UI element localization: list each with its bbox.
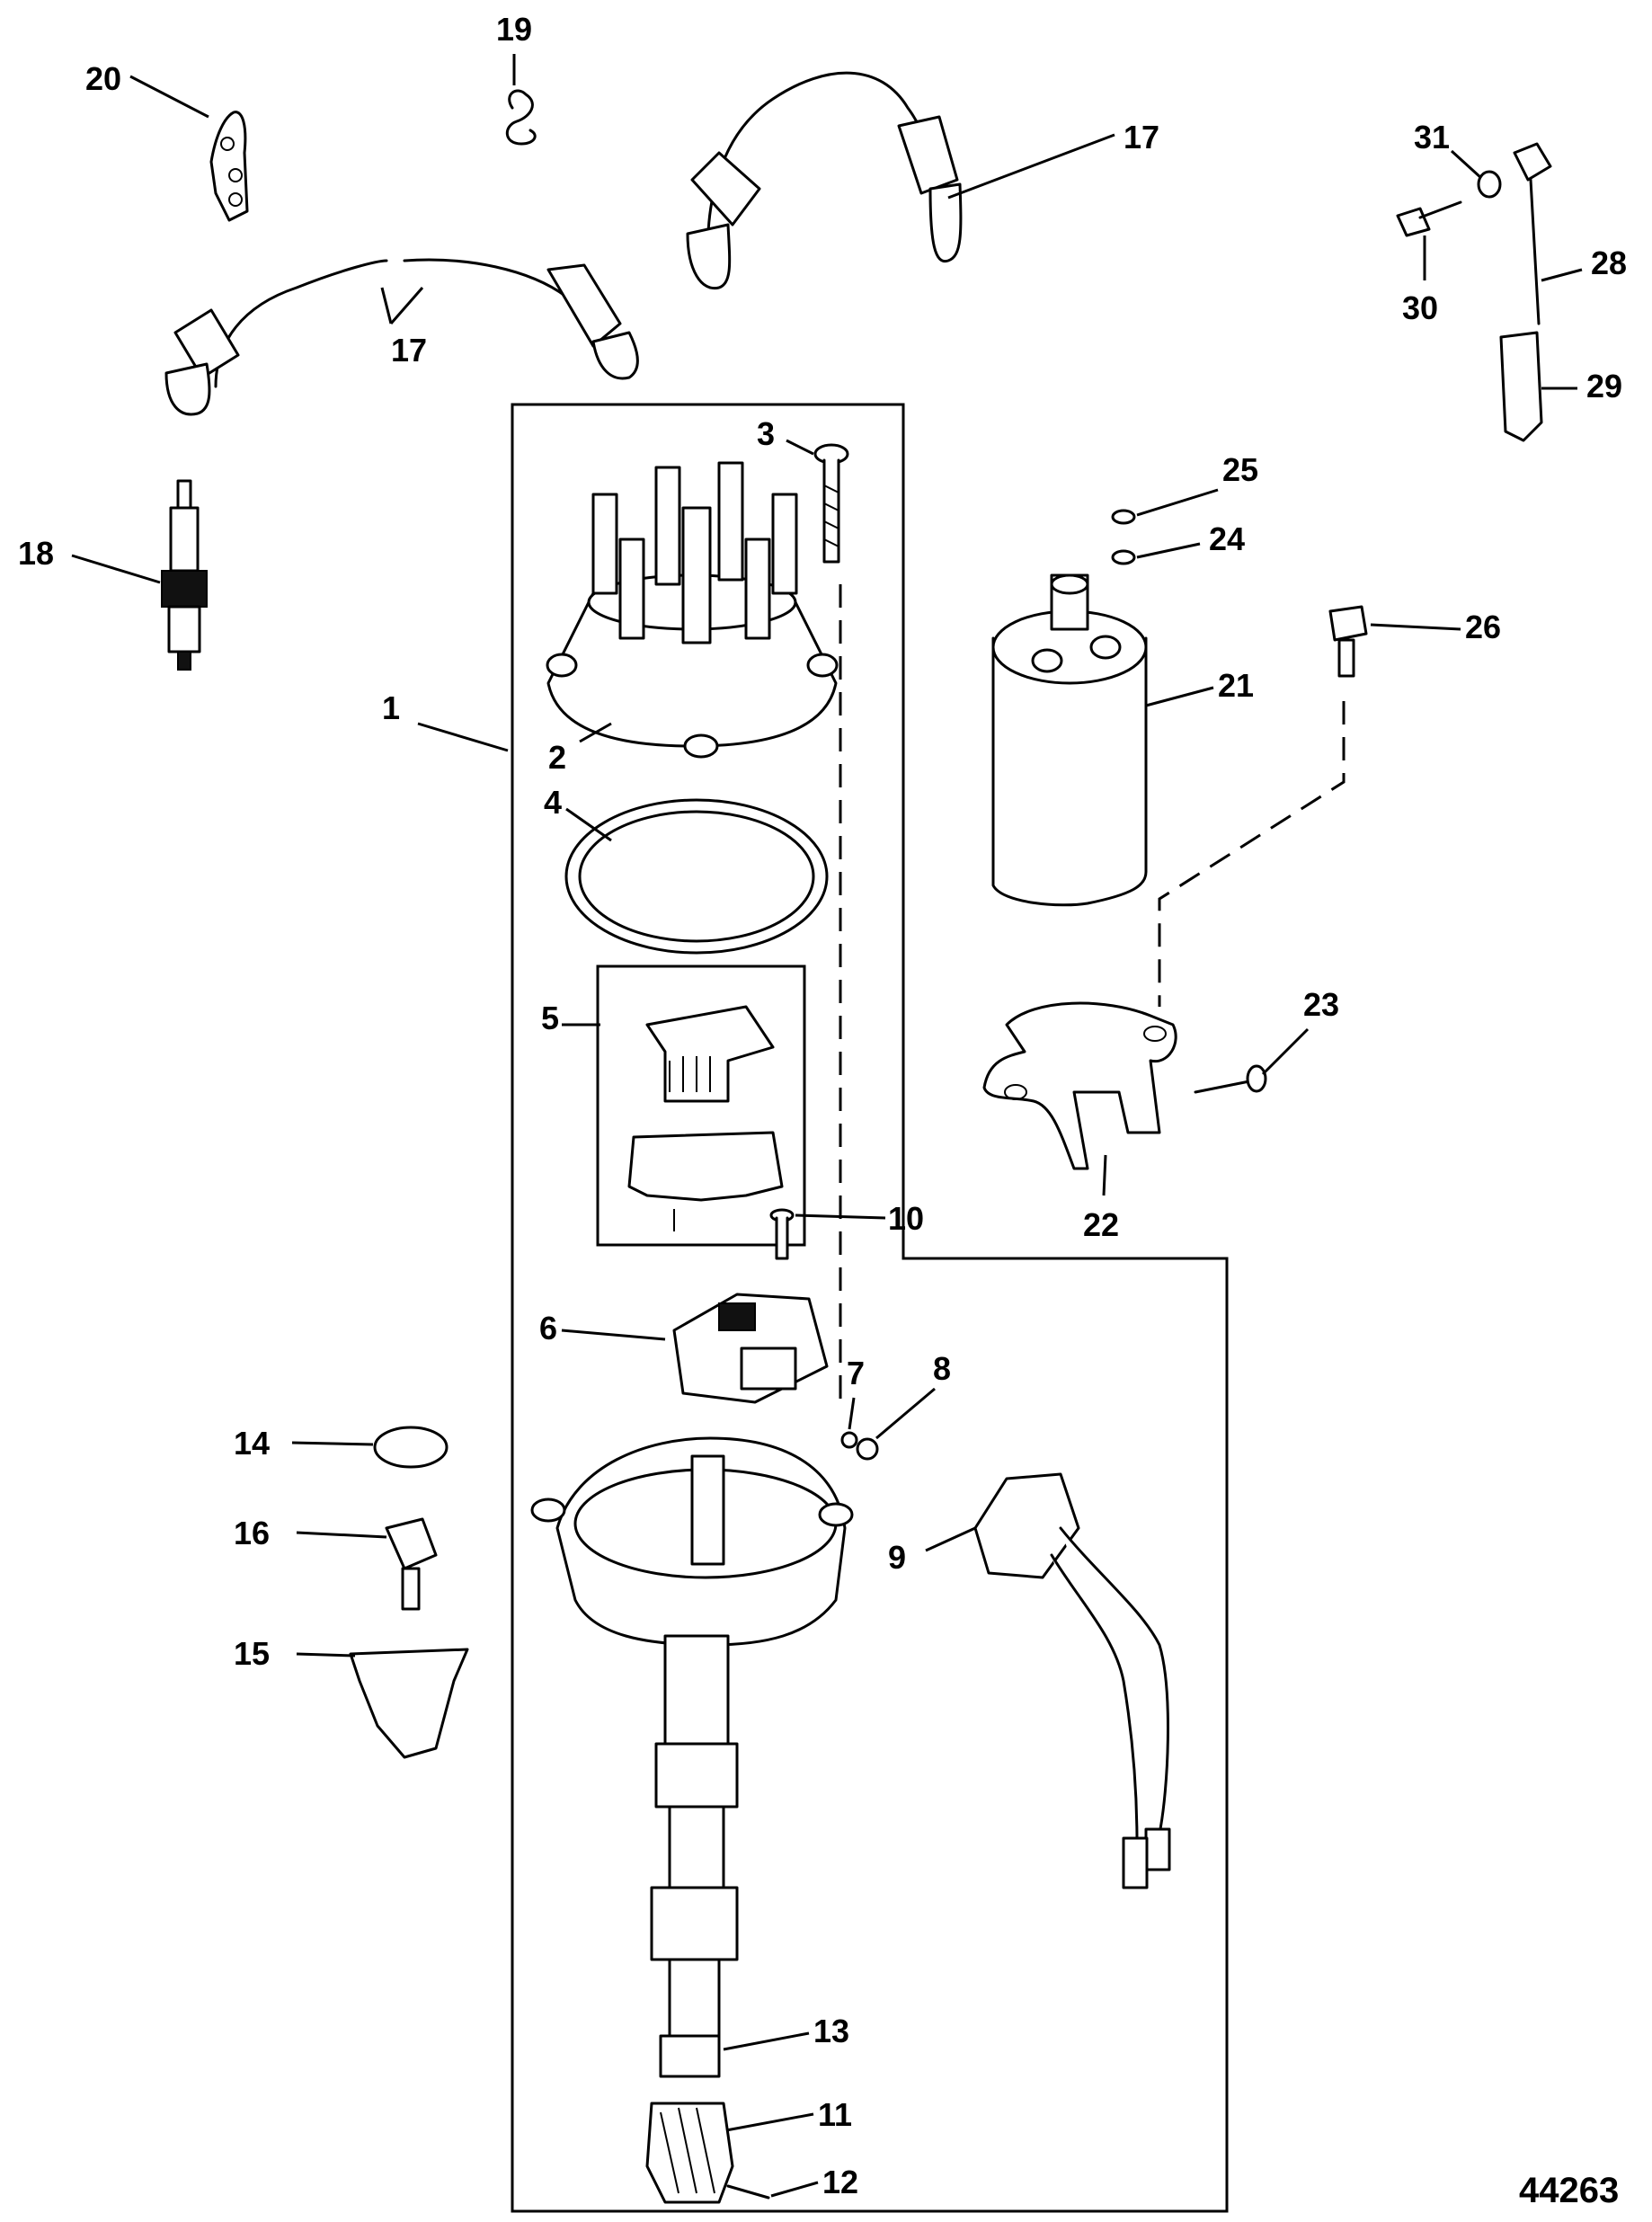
hold-down-clamp	[349, 1648, 469, 1759]
callout-24: 24	[1209, 520, 1245, 557]
ground-bolt	[1396, 200, 1462, 237]
callout-23: 23	[1303, 986, 1339, 1023]
spark-plug	[161, 479, 208, 671]
lock-washer	[1477, 170, 1502, 199]
callout-31: 31	[1414, 119, 1450, 156]
callout-7: 7	[847, 1355, 865, 1391]
cap-screw	[813, 443, 849, 564]
callout-4: 4	[544, 784, 562, 821]
figure-reference-number: 44263	[1519, 2171, 1619, 2210]
spark-plug-wire-upper	[686, 71, 963, 290]
callout-30: 30	[1402, 289, 1438, 326]
wire-loom-clip	[1499, 331, 1543, 442]
ground-strap	[1513, 142, 1552, 325]
callout-13: 13	[813, 2013, 849, 2049]
callout-20: 20	[85, 60, 121, 97]
coil-nut	[1111, 549, 1136, 565]
sealing-washer	[373, 1426, 449, 1469]
callout-26: 26	[1465, 609, 1501, 645]
callout-2: 2	[548, 739, 566, 776]
callout-5: 5	[541, 1000, 559, 1036]
coil-bracket	[982, 1001, 1177, 1170]
callout-22: 22	[1083, 1206, 1119, 1243]
callout-19: 19	[496, 11, 532, 48]
ignition-coil	[991, 573, 1148, 907]
bracket-screw	[1194, 1064, 1267, 1094]
callout-16: 16	[234, 1515, 270, 1551]
callout-28: 28	[1591, 244, 1627, 281]
coil-washer	[1111, 509, 1136, 525]
callout-14: 14	[234, 1425, 270, 1462]
callout-10: 10	[888, 1200, 924, 1237]
callout-15: 15	[234, 1635, 270, 1672]
callout-12: 12	[822, 2164, 858, 2200]
callout-1: 1	[382, 689, 400, 726]
callout-29: 29	[1586, 368, 1622, 404]
callout-9: 9	[888, 1539, 906, 1576]
callout-17-lower: 17	[391, 332, 427, 369]
pickup-coil	[973, 1472, 1171, 1889]
coil-bracket-bolt	[1328, 605, 1368, 678]
cap-gasket	[564, 798, 829, 955]
alignment-line-coil	[1158, 701, 1346, 1007]
spark-plug-wire-lower	[164, 258, 639, 416]
leader-lines	[71, 54, 1583, 2198]
distributor-housing	[530, 1436, 854, 2042]
wire-clip	[505, 89, 537, 146]
module-screw	[769, 1208, 795, 1260]
wire-separator	[209, 111, 249, 222]
callout-3: 3	[757, 415, 775, 452]
callout-17-upper: 17	[1124, 119, 1159, 156]
roll-pin	[726, 2184, 770, 2200]
assembly-outline	[511, 403, 1229, 2213]
callout-21: 21	[1218, 667, 1254, 704]
callout-18: 18	[18, 535, 54, 572]
callout-6: 6	[539, 1310, 557, 1347]
drive-gear	[645, 2102, 734, 2204]
thrust-washer	[659, 2034, 721, 2078]
callout-25: 25	[1222, 451, 1258, 488]
distributor-cap	[546, 461, 839, 759]
callout-8: 8	[933, 1350, 951, 1387]
hold-down-bolt	[385, 1517, 438, 1611]
ignition-module	[672, 1293, 829, 1404]
rotor-kit	[596, 964, 806, 1247]
callout-11: 11	[818, 2096, 852, 2133]
washer-7	[840, 1431, 858, 1449]
nut-8	[856, 1437, 879, 1461]
